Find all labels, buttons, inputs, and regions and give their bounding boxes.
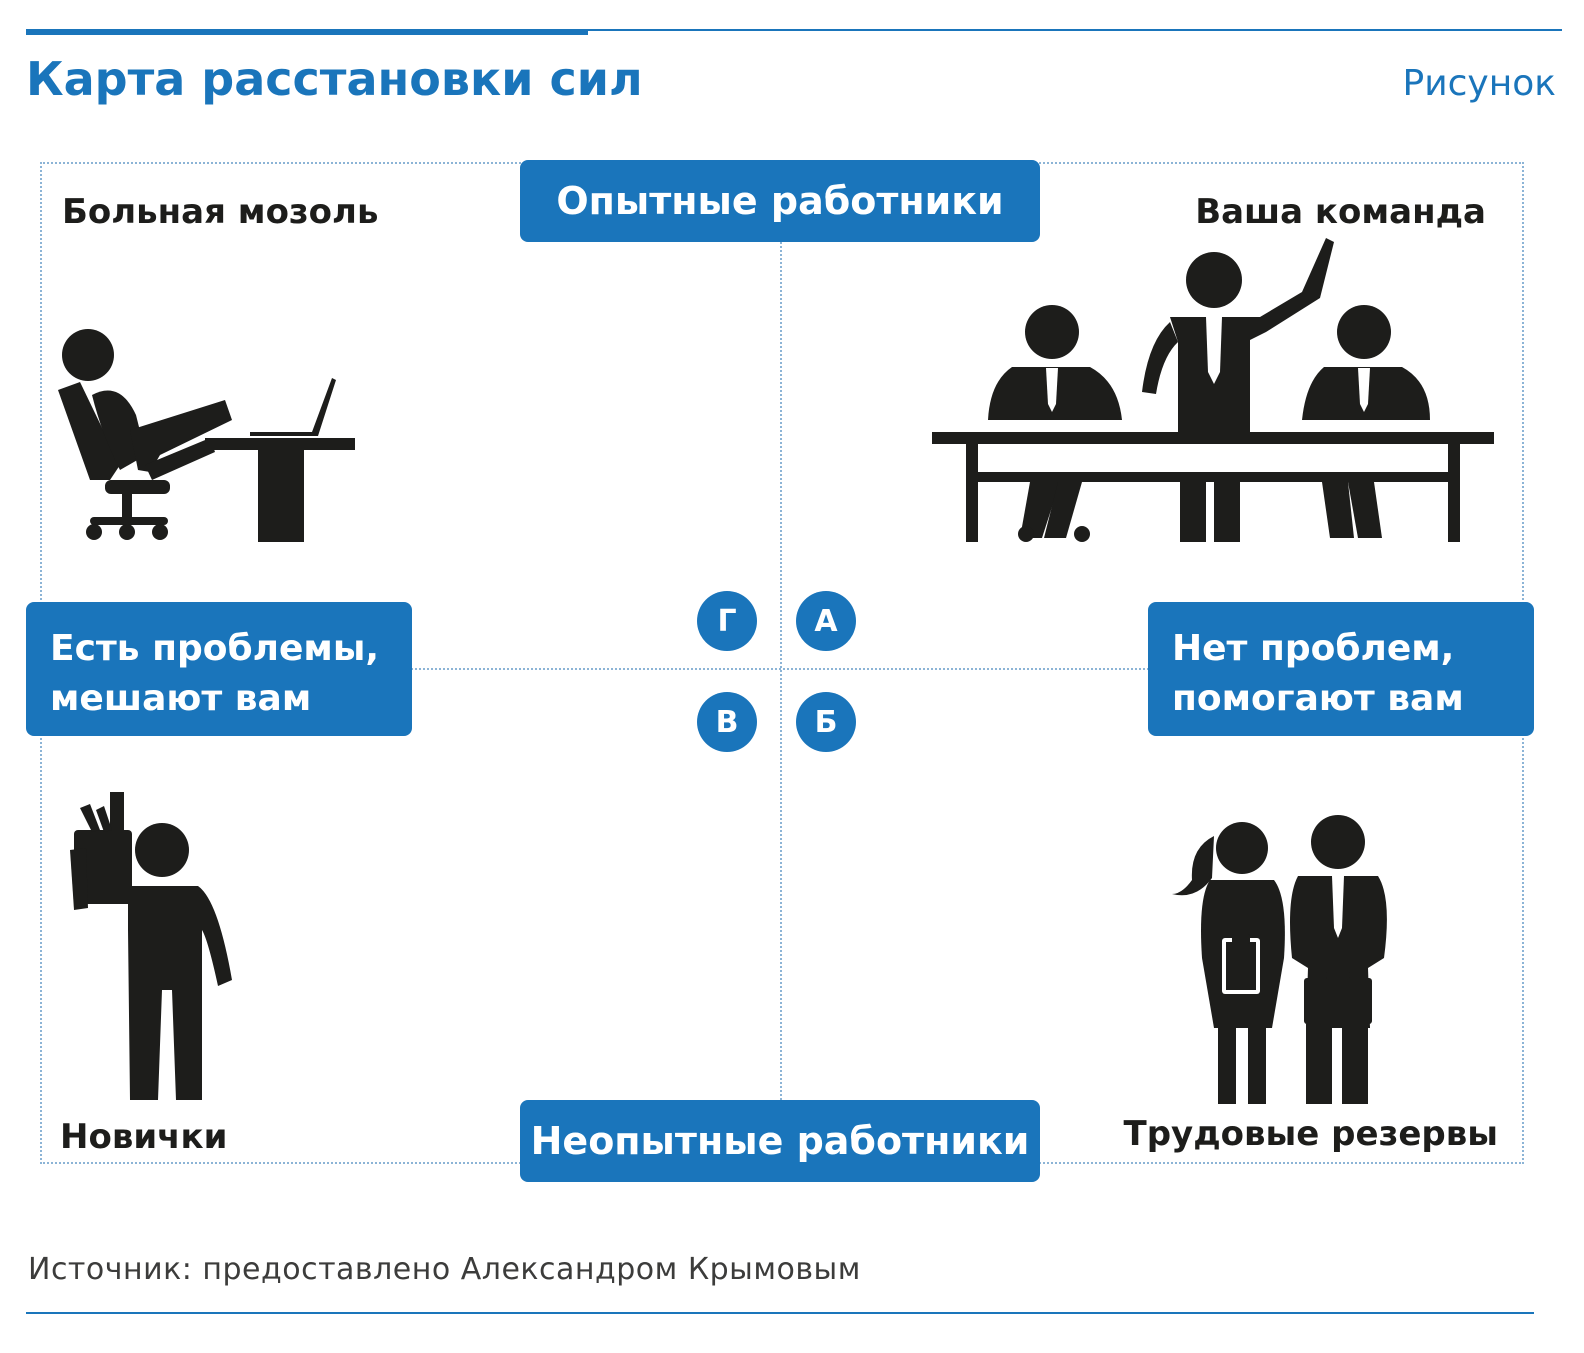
axis-label-problems: Есть проблемы, мешают вам [26, 602, 412, 736]
axis-label-no-problems: Нет проблем, помогают вам [1148, 602, 1534, 736]
quadrant-marker-g: Г [697, 591, 757, 651]
quadrant-marker-b: Б [796, 692, 856, 752]
bottom-rule [26, 1312, 1534, 1314]
relaxing-worker-icon [58, 329, 355, 542]
axis-label-problems-line2: мешают вам [50, 678, 312, 719]
quadrant-label-labor-reserves: Трудовые резервы [1123, 1114, 1498, 1154]
vertical-axis-line [780, 230, 782, 1100]
junior-workers-icon [1172, 815, 1387, 1104]
quadrant-marker-a: А [796, 591, 856, 651]
axis-label-inexperienced: Неопытные работники [520, 1100, 1040, 1182]
quadrant-marker-v: В [697, 692, 757, 752]
top-rule-accent [26, 29, 588, 35]
page-title: Карта расстановки сил [26, 52, 643, 106]
axis-label-no-problems-line2: помогают вам [1172, 678, 1464, 719]
source-note: Источник: предоставлено Александром Крым… [28, 1252, 861, 1287]
axis-label-no-problems-line1: Нет проблем, [1172, 628, 1455, 669]
quadrant-label-sore-spot: Больная мозоль [62, 192, 379, 232]
axis-label-problems-line1: Есть проблемы, [50, 628, 380, 669]
figure-label: Рисунок [1402, 63, 1556, 104]
quadrant-label-newcomers: Новички [60, 1117, 228, 1157]
top-rule [26, 29, 1562, 31]
newcomer-with-box-icon [70, 792, 232, 1100]
horizontal-axis-line [400, 668, 1160, 670]
axis-label-experienced: Опытные работники [520, 160, 1040, 242]
team-meeting-icon [932, 238, 1494, 542]
quadrant-label-your-team: Ваша команда [1195, 192, 1486, 232]
